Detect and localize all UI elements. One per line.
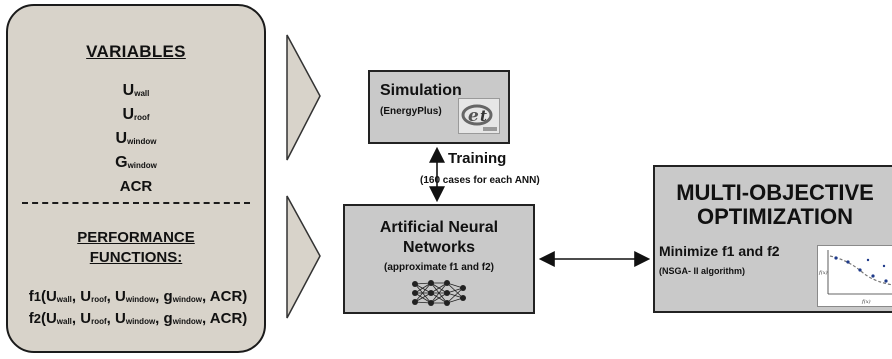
svg-text:t: t (480, 107, 487, 125)
variable-u-window: Uwindow (115, 130, 157, 147)
optimization-box: MULTI-OBJECTIVE OPTIMIZATION Minimize f1… (653, 165, 892, 313)
simulation-title: Simulation (380, 82, 462, 99)
variable-u-roof: Uroof (122, 106, 150, 123)
optimization-title: MULTI-OBJECTIVE OPTIMIZATION (676, 180, 874, 229)
variable-u-wall: Uwall (122, 82, 150, 99)
chevron-upper (286, 34, 321, 161)
variables-heading: VARIABLES (86, 42, 186, 61)
variables-panel: VARIABLES Uwall Uroof Uwindow Gwindow AC… (6, 4, 266, 353)
function-f1: f1(Uwall, Uroof, Uwindow, gwindow, ACR) (28, 288, 248, 305)
svg-text:f(x): f(x) (861, 298, 871, 305)
variable-g-window: Gwindow (115, 154, 157, 171)
ann-title: Artificial Neural Networks (379, 219, 499, 256)
algorithm-label: (NSGA- II algorithm) (659, 266, 745, 276)
neural-network-icon (412, 280, 466, 306)
energyplus-logo-icon: e t (458, 98, 500, 134)
minimize-label: Minimize f1 and f2 (659, 243, 780, 259)
simulation-subtitle: (EnergyPlus) (380, 106, 442, 117)
svg-text:e: e (468, 106, 479, 126)
ann-box: Artificial Neural Networks (approximate … (343, 204, 535, 314)
training-label: Training (448, 150, 507, 167)
variable-acr: ACR (119, 178, 153, 195)
svg-text:f(x): f(x) (818, 269, 828, 276)
training-subtitle: (160 cases for each ANN) (420, 175, 540, 186)
simulation-box: Simulation (EnergyPlus) e t (368, 70, 510, 144)
performance-heading: PERFORMANCE FUNCTIONS: (77, 229, 195, 266)
chevron-lower (286, 195, 321, 319)
ann-subtitle: (approximate f1 and f2) (383, 262, 495, 273)
variable-list: Uwall Uroof Uwindow Gwindow ACR (8, 80, 264, 198)
pareto-front-plot-icon: f(x) f(x) (817, 245, 892, 307)
function-f2: f2(Uwall, Uroof, Uwindow, gwindow, ACR) (28, 310, 248, 327)
section-divider (22, 202, 250, 204)
